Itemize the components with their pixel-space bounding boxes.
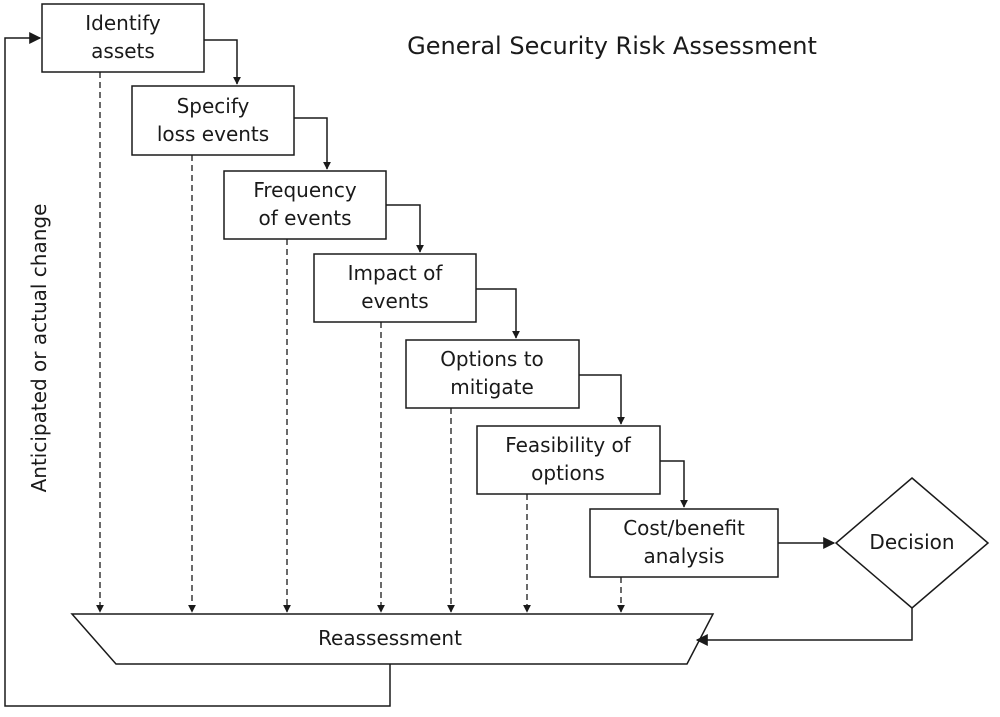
- svg-text:loss events: loss events: [157, 122, 269, 146]
- svg-text:Frequency: Frequency: [253, 178, 356, 202]
- svg-text:Feasibility of: Feasibility of: [505, 433, 632, 457]
- step-feasibility-of-options: Feasibility of options: [476, 425, 661, 495]
- svg-text:Specify: Specify: [177, 94, 250, 118]
- decision-diamond: Decision: [834, 477, 990, 609]
- feedback-label: Anticipated or actual change: [27, 204, 51, 493]
- decision-to-reassessment-arrow: [695, 608, 913, 646]
- svg-text:assets: assets: [91, 39, 155, 63]
- svg-text:Options to: Options to: [440, 347, 544, 371]
- feedback-loop-arrow: [4, 32, 391, 707]
- svg-text:Reassessment: Reassessment: [318, 626, 462, 650]
- reassessment-block: Reassessment: [70, 613, 715, 665]
- svg-text:Impact of: Impact of: [348, 261, 444, 285]
- svg-text:of events: of events: [258, 206, 351, 230]
- step-cost-benefit-analysis: Cost/benefit analysis: [589, 508, 779, 578]
- svg-text:options: options: [531, 461, 605, 485]
- dashed-connectors: [96, 72, 625, 613]
- svg-text:Identify: Identify: [85, 11, 161, 35]
- step-specify-loss-events: Specify loss events: [131, 85, 295, 156]
- svg-text:analysis: analysis: [644, 544, 725, 568]
- step-impact-of-events: Impact of events: [313, 253, 477, 323]
- diagram-title: General Security Risk Assessment: [407, 32, 817, 60]
- step-frequency-of-events: Frequency of events: [223, 170, 387, 240]
- step-identify-assets: Identify assets: [41, 3, 205, 73]
- svg-text:Decision: Decision: [869, 530, 954, 554]
- step-options-to-mitigate: Options to mitigate: [405, 339, 580, 409]
- svg-text:events: events: [361, 289, 428, 313]
- svg-text:Cost/benefit: Cost/benefit: [623, 516, 745, 540]
- svg-text:mitigate: mitigate: [450, 375, 534, 399]
- step-connectors: [204, 39, 836, 549]
